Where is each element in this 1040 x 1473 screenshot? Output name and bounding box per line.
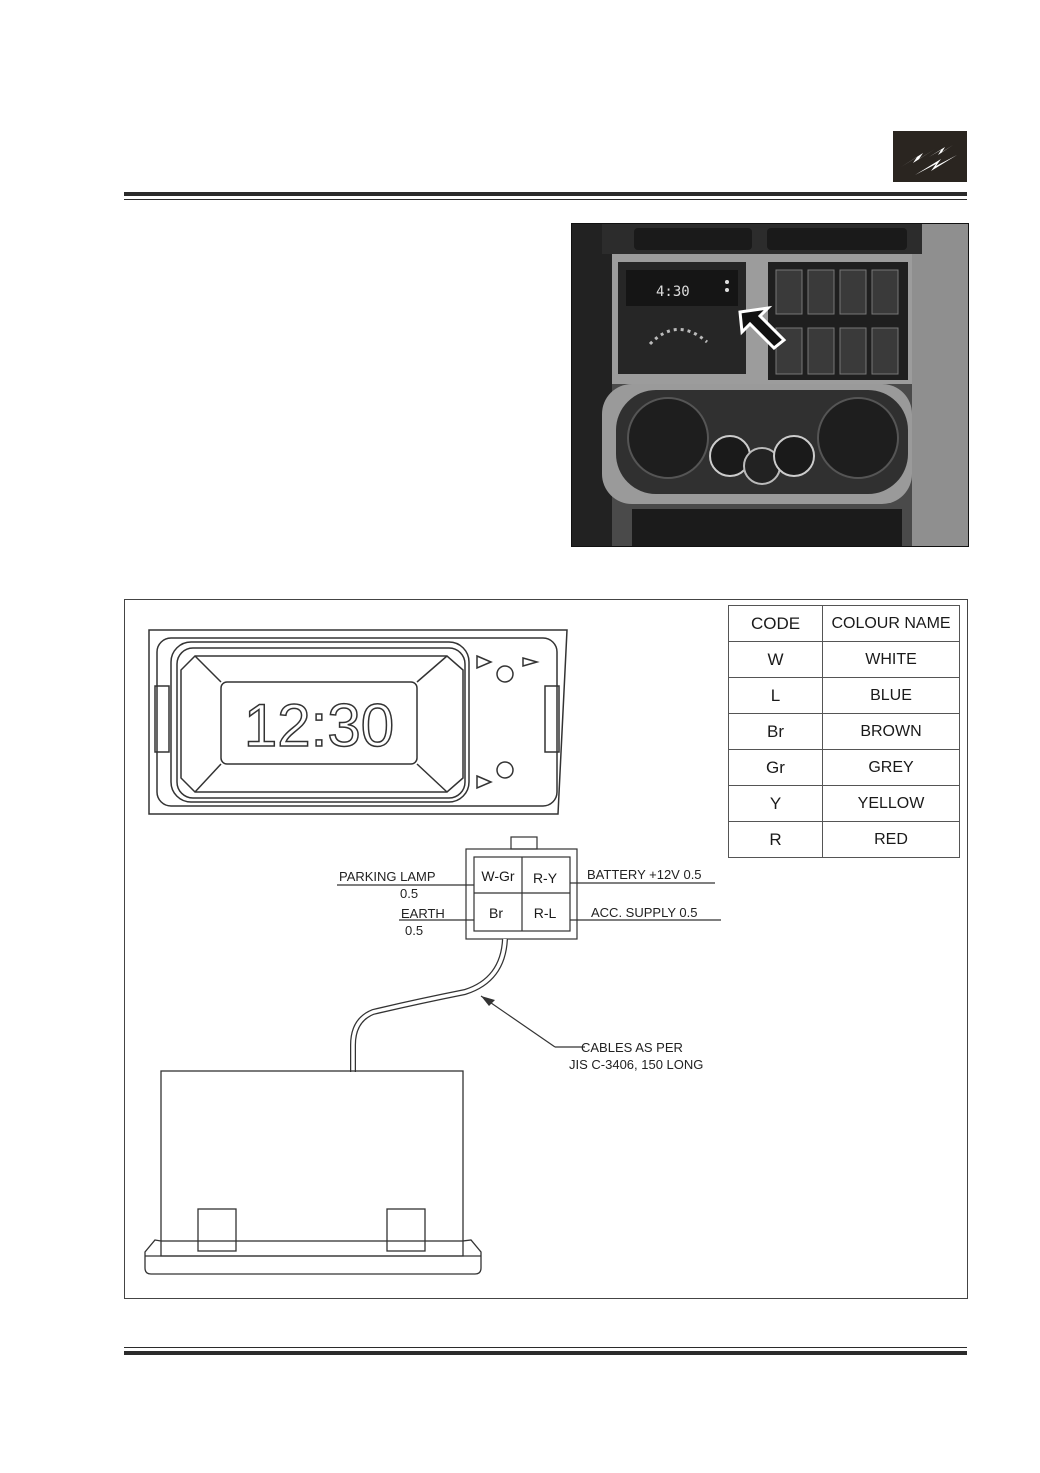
pin-bottom-left: Br [489,905,503,921]
photo-clock-time: 4:30 [656,284,690,300]
table-row: Y YELLOW [728,785,960,822]
header-rule-thick [124,192,967,196]
footer-rule-thick [124,1351,967,1355]
colour-code-table: CODE COLOUR NAME W WHITE L BLUE Br BROWN… [728,605,960,858]
acc-supply-label: ACC. SUPPLY 0.5 [591,905,698,920]
header-rule-thin [124,199,967,200]
table-cell-colour: BLUE [822,677,960,714]
table-cell-code: Y [728,785,823,822]
cable-note-line1: CABLES AS PER [581,1040,683,1055]
table-header-colour-name: COLOUR NAME [822,605,960,642]
pin-bottom-right: R-L [533,905,557,921]
table-cell-colour: RED [822,821,960,858]
table-cell-colour: BROWN [822,713,960,750]
pin-top-right: R-Y [532,870,558,886]
table-row: L BLUE [728,677,960,714]
table-cell-code: R [728,821,823,858]
pointer-arrow-icon [738,305,787,351]
table-cell-code: W [728,641,823,678]
earth-label: EARTH [401,906,445,921]
table-cell-code: Br [728,713,823,750]
table-row: W WHITE [728,641,960,678]
dashboard-photo: 4:30 [571,223,969,547]
footer-rule-thin [124,1347,967,1348]
wiring-diagram: 12:30 [124,599,968,1299]
section-logo [893,131,967,182]
table-row: Br BROWN [728,713,960,750]
table-cell-code: L [728,677,823,714]
table-header-row: CODE COLOUR NAME [728,605,960,642]
earth-size: 0.5 [405,923,424,938]
parking-lamp-label: PARKING LAMP [339,869,436,884]
clock-display: 12:30 [244,692,394,759]
lightning-bolts-icon [901,145,957,175]
table-header-code: CODE [728,605,823,642]
table-cell-code: Gr [728,749,823,786]
cable-note-line2: JIS C-3406, 150 LONG [569,1057,704,1072]
battery-label: BATTERY +12V 0.5 [587,867,702,882]
table-row: R RED [728,821,960,858]
parking-lamp-size: 0.5 [400,886,419,901]
table-cell-colour: YELLOW [822,785,960,822]
table-cell-colour: WHITE [822,641,960,678]
table-cell-colour: GREY [822,749,960,786]
pin-top-left: W-Gr [481,868,515,884]
table-row: Gr GREY [728,749,960,786]
